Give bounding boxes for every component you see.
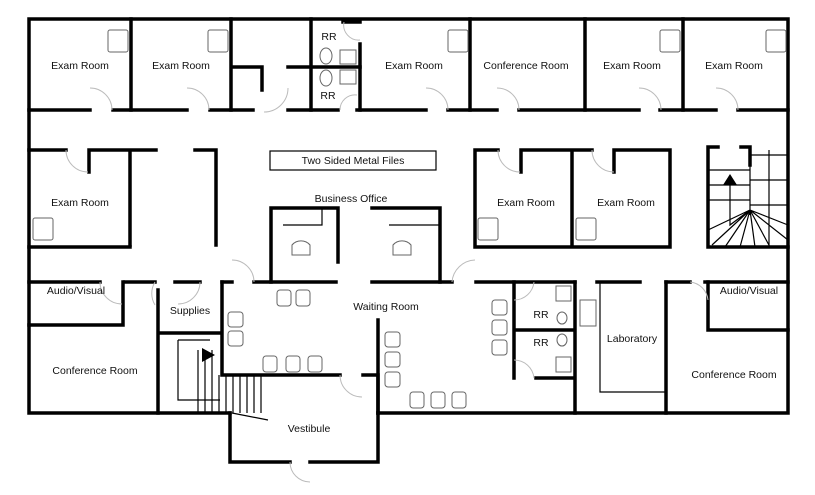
- room-label-business-office: Business Office: [315, 193, 388, 205]
- sink-icon: [107, 29, 129, 53]
- room-label-exam-room: Exam Room: [603, 60, 661, 72]
- room-label-exam-room: Exam Room: [597, 197, 655, 209]
- sink-icon: [339, 49, 357, 65]
- sink-icon: [659, 29, 681, 53]
- sink-icon: [32, 217, 54, 241]
- room-label-restroom: RR: [320, 90, 336, 102]
- stair-arrow-icon: [202, 348, 215, 362]
- fixtures: [32, 29, 787, 373]
- sink-icon: [575, 217, 597, 241]
- toilet-icon: [319, 69, 333, 87]
- room-label-conference-room: Conference Room: [483, 60, 568, 72]
- room-label-laboratory: Laboratory: [607, 333, 658, 345]
- metal-files-label: Two Sided Metal Files: [302, 155, 405, 167]
- doors: [65, 21, 739, 483]
- interior-lines: [177, 150, 789, 421]
- room-label-exam-room: Exam Room: [385, 60, 443, 72]
- room-label-vestibule: Vestibule: [288, 423, 331, 435]
- sink-icon: [765, 29, 787, 53]
- room-label-restroom: RR: [533, 309, 549, 321]
- room-label-exam-room: Exam Room: [51, 60, 109, 72]
- room-label-exam-room: Exam Room: [152, 60, 210, 72]
- room-label-restroom: RR: [321, 31, 337, 43]
- office-chair-icon: [291, 240, 311, 256]
- sink-icon: [207, 29, 229, 53]
- metal-files-cabinet: [269, 150, 437, 171]
- room-label-exam-room: Exam Room: [497, 197, 555, 209]
- waiting-chairs: [227, 289, 508, 409]
- sink-icon: [339, 69, 357, 85]
- stair-arrow-icon: [723, 174, 737, 185]
- room-label-restroom: RR: [533, 337, 549, 349]
- office-chair-icon: [392, 240, 412, 256]
- room-labels: Exam Room Exam Room RR RR Exam Room Conf…: [47, 31, 778, 435]
- room-label-conference-room: Conference Room: [52, 365, 137, 377]
- room-label-conference-room: Conference Room: [691, 369, 776, 381]
- room-label-exam-room: Exam Room: [51, 197, 109, 209]
- toilet-icon: [556, 311, 568, 325]
- sink-icon: [579, 299, 597, 327]
- room-label-audio-visual: Audio/Visual: [720, 285, 778, 297]
- toilet-icon: [556, 333, 568, 347]
- room-label-waiting-room: Waiting Room: [353, 301, 419, 313]
- room-label-supplies: Supplies: [170, 305, 210, 317]
- room-label-audio-visual: Audio/Visual: [47, 285, 105, 297]
- room-label-exam-room: Exam Room: [705, 60, 763, 72]
- sink-icon: [555, 285, 572, 302]
- toilet-icon: [319, 47, 333, 65]
- sink-icon: [447, 29, 469, 53]
- sink-icon: [555, 356, 572, 373]
- walls: [27, 17, 790, 464]
- sink-icon: [477, 217, 499, 241]
